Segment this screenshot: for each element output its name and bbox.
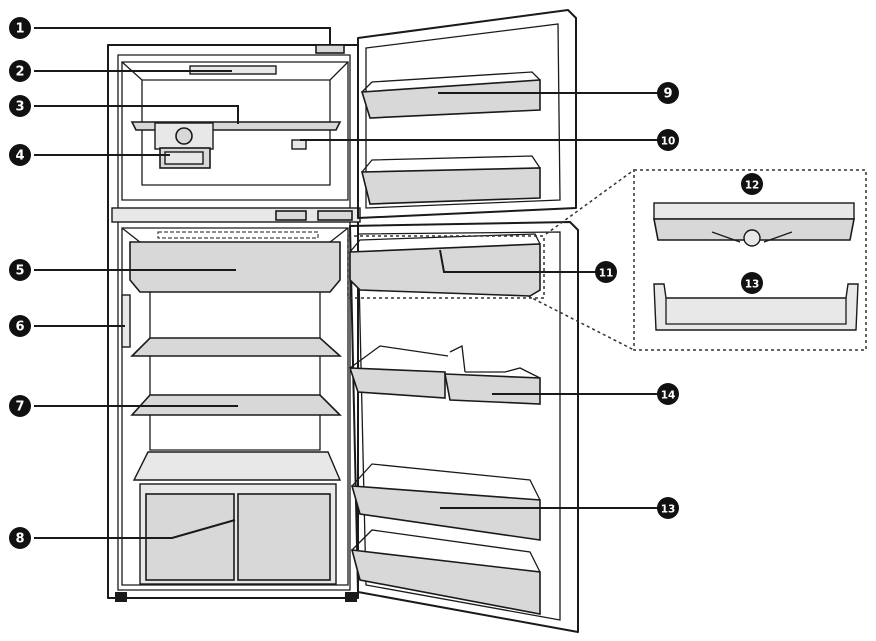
fridge-drawer-body [129, 241, 341, 293]
callout-badge-circle [9, 395, 31, 417]
door-bin-middle [348, 367, 446, 399]
callout-badge-circle [9, 95, 31, 117]
callout-number: 9 [663, 87, 672, 102]
dairy-compartment-body [349, 243, 541, 297]
callout-10-freezer-sensor: 10 [657, 129, 679, 151]
callout-number: 2 [15, 65, 24, 80]
callout-badge-circle [9, 144, 31, 166]
detail-inset [347, 169, 867, 351]
callout-badge-circle [9, 17, 31, 39]
freezer-sensor-box [291, 139, 307, 150]
callout-7-fridge-shelf: 7 [9, 395, 31, 417]
callout-number: 12 [745, 180, 760, 192]
callout-number: 13 [661, 504, 676, 516]
freezer-door-bin-lower [360, 167, 541, 205]
fridge-compartment [121, 227, 349, 586]
fridge-shelf-upper [130, 337, 343, 357]
callout-number: 1 [15, 22, 24, 37]
callout-badge-circle [741, 272, 763, 294]
callout-3-freezer-shelf: 3 [9, 95, 31, 117]
callout-badge-circle [657, 82, 679, 104]
callout-number: 10 [661, 136, 676, 148]
front-foot-left [115, 592, 127, 602]
door-bin-lower-1 [350, 485, 541, 541]
callout-badge-circle [9, 315, 31, 337]
detail-door-bin-shape [653, 283, 859, 331]
callout-number: 6 [15, 320, 24, 335]
egg-tray-body [444, 373, 541, 405]
callout-badge-circle [657, 497, 679, 519]
callout-4-ice-maker: 4 [9, 144, 31, 166]
crisper-right [237, 493, 331, 581]
cabinet [107, 44, 359, 602]
callout-badge-circle [741, 173, 763, 195]
callout-badge-circle [9, 259, 31, 281]
door-bin-lower-2 [350, 549, 541, 615]
callout-number: 14 [661, 390, 676, 402]
callout-14-egg-tray: 14 [657, 383, 679, 405]
callout-number: 13 [745, 279, 760, 291]
divider-strip [111, 207, 361, 223]
callout-1-top-control-panel: 1 [9, 17, 31, 39]
top-control-box [315, 44, 345, 54]
freezer-compartment [121, 61, 349, 201]
callout-number: 3 [15, 100, 24, 115]
front-foot-right [345, 592, 357, 602]
crisper-cover [132, 451, 342, 481]
callout-number: 8 [15, 532, 24, 547]
callout-9-freezer-door-bin: 9 [657, 82, 679, 104]
fridge-door [348, 221, 579, 633]
callout-number: 7 [15, 400, 24, 415]
callout-13-door-bin: 13 [657, 497, 679, 519]
callout-11-dairy-compartment: 11 [595, 261, 617, 283]
callout-6-fridge-light: 6 [9, 315, 31, 337]
callout-badge-circle [657, 129, 679, 151]
fridge-light-lens [121, 294, 131, 348]
callout-8-vegetable-crisper: 8 [9, 527, 31, 549]
ice-maker-unit [154, 122, 214, 169]
detail-callout-12-detail-dairy-cover: 12 [741, 173, 763, 195]
leader-lines [34, 27, 660, 539]
callout-5-fridge-drawer: 5 [9, 259, 31, 281]
callout-badge-circle [9, 60, 31, 82]
freezer-door [357, 9, 577, 219]
callout-2-freezer-light: 2 [9, 60, 31, 82]
callout-badge-circle [595, 261, 617, 283]
callout-number: 11 [599, 268, 614, 280]
freezer-door-bin-upper [360, 79, 541, 119]
detail-callout-13-detail-door-bin: 13 [741, 272, 763, 294]
callout-number: 5 [15, 264, 24, 279]
detail-dairy-cover-front [653, 218, 855, 241]
callout-badge-circle [9, 527, 31, 549]
callout-number: 4 [15, 149, 24, 164]
callout-badge-circle [657, 383, 679, 405]
detail-dairy-cover-lid [653, 202, 855, 220]
